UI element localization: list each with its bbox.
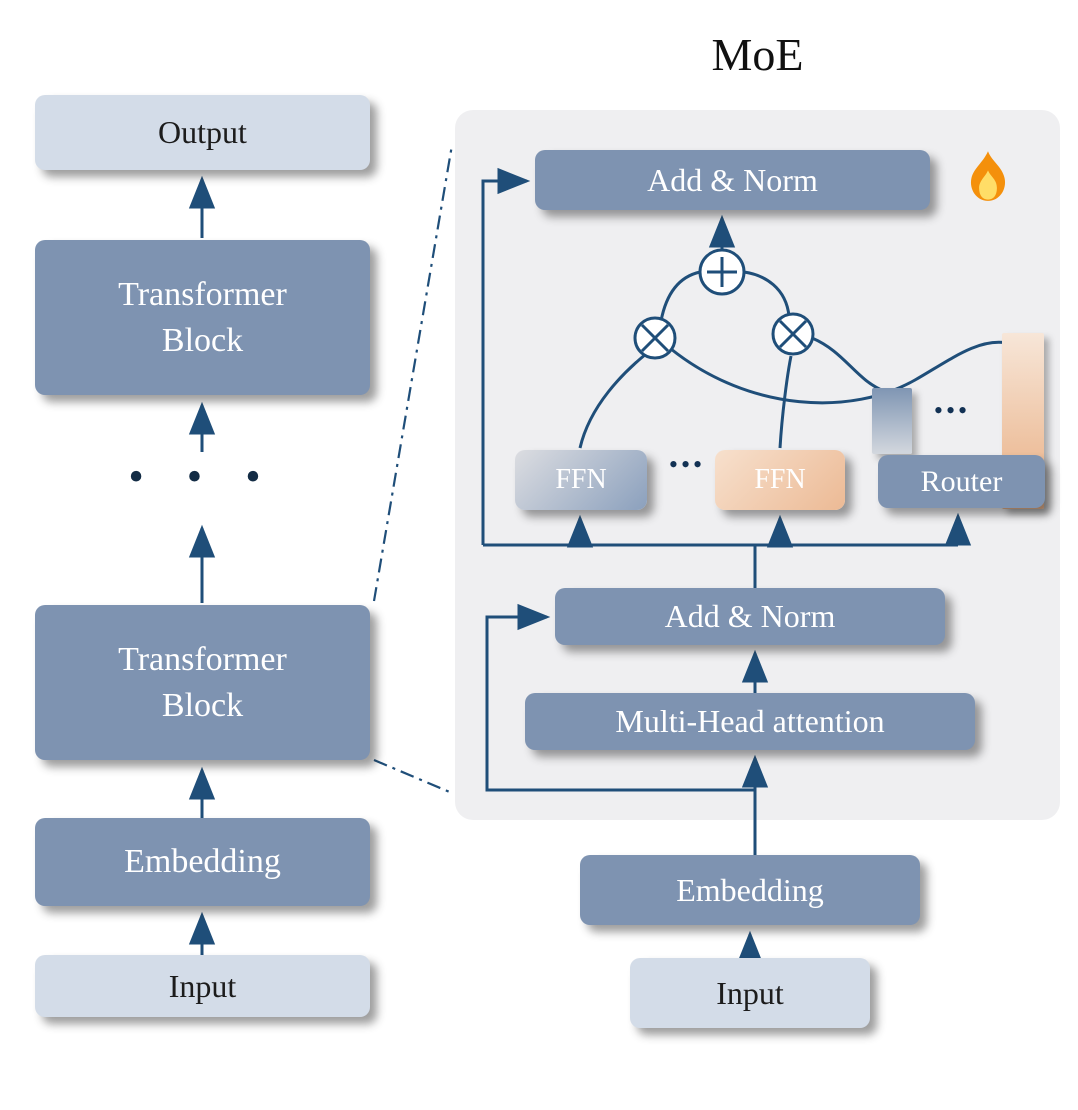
add-norm-bottom-box: Add & Norm bbox=[555, 588, 945, 645]
add-norm-top-label: Add & Norm bbox=[647, 161, 818, 198]
multi-head-attention-box: Multi-Head attention bbox=[525, 693, 975, 750]
ffn-left-label: FFN bbox=[555, 464, 607, 495]
embedding-right-label: Embedding bbox=[676, 871, 824, 908]
input-left-label: Input bbox=[168, 967, 237, 1004]
add-norm-bottom-label: Add & Norm bbox=[664, 598, 836, 634]
left-ellipsis: • • • bbox=[128, 452, 277, 501]
expansion-dashdot-lines bbox=[372, 144, 454, 795]
transformer-block-top-label: Transformer Block bbox=[118, 275, 287, 359]
ffn-right-box: FFN bbox=[715, 450, 845, 510]
input-left-box: Input bbox=[35, 955, 370, 1017]
router-box: Router bbox=[878, 455, 1045, 508]
embedding-left-box: Embedding bbox=[35, 818, 370, 906]
multi-head-attention-label: Multi-Head attention bbox=[615, 703, 885, 739]
multiply-node-right-icon bbox=[771, 312, 815, 356]
input-right-box: Input bbox=[630, 958, 870, 1028]
transformer-block-bottom-box: Transformer Block bbox=[35, 605, 370, 760]
diagram-title: MoE bbox=[711, 29, 804, 80]
ffn-left-box: FFN bbox=[515, 450, 647, 510]
flame-icon bbox=[970, 151, 1006, 201]
transformer-block-bottom-label: Transformer Block bbox=[118, 640, 287, 724]
router-weight-bar-blue bbox=[872, 388, 912, 454]
input-right-label: Input bbox=[716, 974, 784, 1011]
ffn-right-label: FFN bbox=[754, 464, 806, 495]
moe-flow-arrows bbox=[481, 167, 972, 964]
embedding-right-box: Embedding bbox=[580, 855, 920, 925]
sum-node-icon bbox=[698, 248, 746, 296]
bars-ellipsis: ••• bbox=[933, 396, 971, 425]
embedding-left-label: Embedding bbox=[124, 843, 281, 880]
add-norm-top-box: Add & Norm bbox=[535, 150, 930, 210]
multiply-node-left-icon bbox=[633, 316, 677, 360]
transformer-block-top-box: Transformer Block bbox=[35, 240, 370, 395]
ffn-ellipsis: ••• bbox=[668, 450, 706, 479]
output-box: Output bbox=[35, 95, 370, 170]
router-label: Router bbox=[920, 464, 1003, 498]
output-label: Output bbox=[158, 114, 247, 150]
